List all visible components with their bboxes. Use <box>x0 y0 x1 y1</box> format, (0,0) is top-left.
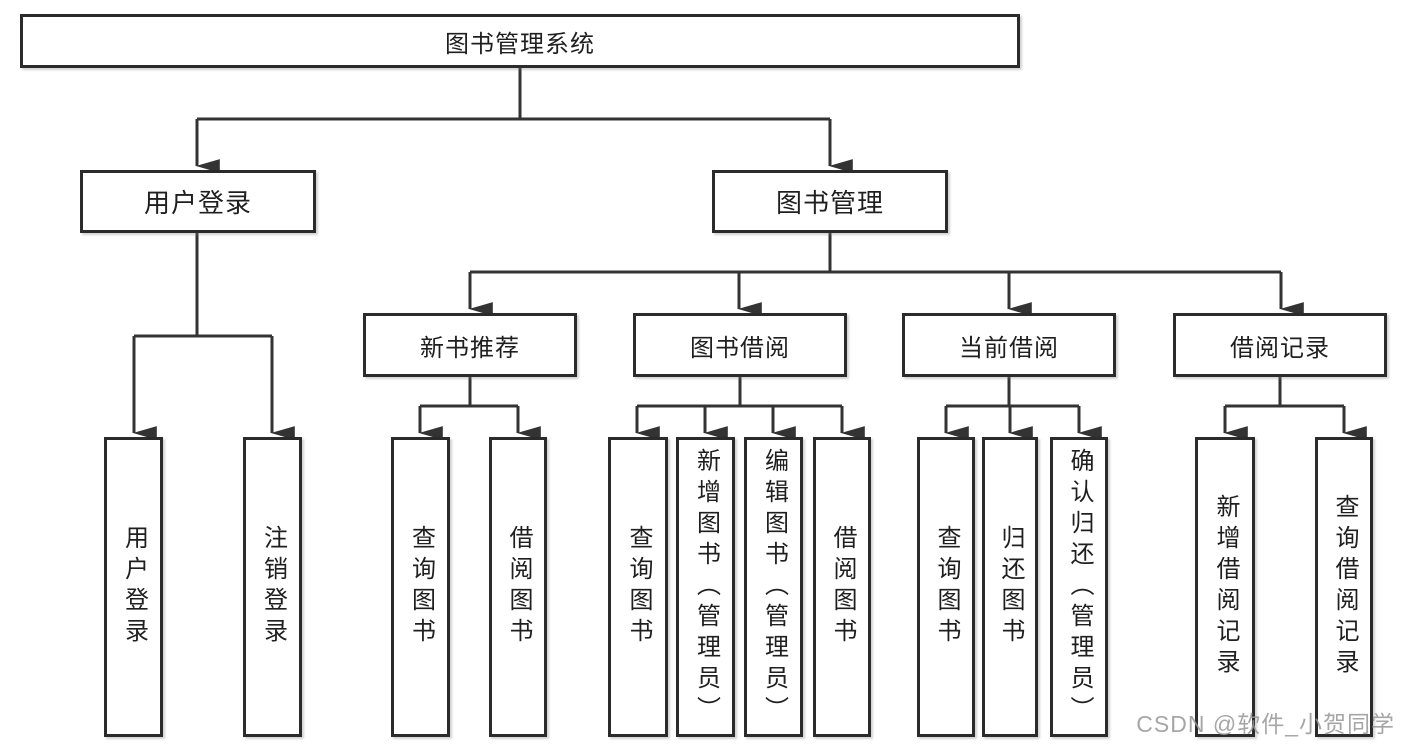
leaf-logout: 注销登录 <box>243 437 302 737</box>
node-book-management: 图书管理 <box>712 170 948 233</box>
leaf-query-books-current: 查询图书 <box>917 437 975 737</box>
node-label: 用户登录 <box>143 188 252 218</box>
node-borrowing-records: 借阅记录 <box>1173 313 1387 377</box>
leaf-label: 借阅图书 <box>505 525 532 649</box>
leaf-label: 查询图书 <box>407 525 435 649</box>
node-label: 新书推荐 <box>420 334 520 362</box>
leaf-label: 新增借阅记录 <box>1212 494 1239 680</box>
leaf-label: 确认归还（管理员） <box>1066 447 1093 727</box>
leaf-label: 查询图书 <box>625 525 652 649</box>
leaf-add-borrow-record: 新增借阅记录 <box>1195 437 1255 737</box>
node-label: 图书管理系统 <box>445 30 595 58</box>
leaf-label: 注销登录 <box>259 525 287 649</box>
leaf-edit-books-admin: 编辑图书（管理员） <box>744 437 803 737</box>
leaf-borrow-books-recommend: 借阅图书 <box>489 437 547 737</box>
leaf-label: 新增图书（管理员） <box>692 447 720 727</box>
leaf-label: 编辑图书（管理员） <box>760 447 788 727</box>
node-current-borrowing: 当前借阅 <box>902 313 1116 377</box>
leaf-query-books-borrowing: 查询图书 <box>608 437 668 737</box>
node-library-management-system: 图书管理系统 <box>20 14 1020 68</box>
leaf-query-borrow-record: 查询借阅记录 <box>1315 437 1373 737</box>
leaf-confirm-return-admin: 确认归还（管理员） <box>1050 437 1108 737</box>
node-label: 当前借阅 <box>959 334 1059 362</box>
leaf-borrow-books: 借阅图书 <box>813 437 871 737</box>
leaf-return-books: 归还图书 <box>982 437 1038 737</box>
leaf-label: 借阅图书 <box>829 525 856 649</box>
node-book-borrowing: 图书借阅 <box>633 313 847 377</box>
node-label: 图书管理 <box>775 188 884 218</box>
leaf-query-books-recommend: 查询图书 <box>391 437 450 737</box>
node-label: 借阅记录 <box>1230 334 1330 362</box>
node-new-book-recommendation: 新书推荐 <box>363 313 577 377</box>
leaf-label: 查询借阅记录 <box>1331 494 1358 680</box>
leaf-label: 用户登录 <box>120 525 148 649</box>
node-user-login: 用户登录 <box>80 170 316 233</box>
csdn-watermark: CSDN @软件_小贺同学 <box>1136 711 1395 737</box>
leaf-label: 归还图书 <box>997 525 1024 649</box>
leaf-add-books-admin: 新增图书（管理员） <box>676 437 735 737</box>
node-label: 图书借阅 <box>690 334 790 362</box>
leaf-user-login: 用户登录 <box>104 437 163 737</box>
leaf-label: 查询图书 <box>933 525 960 649</box>
